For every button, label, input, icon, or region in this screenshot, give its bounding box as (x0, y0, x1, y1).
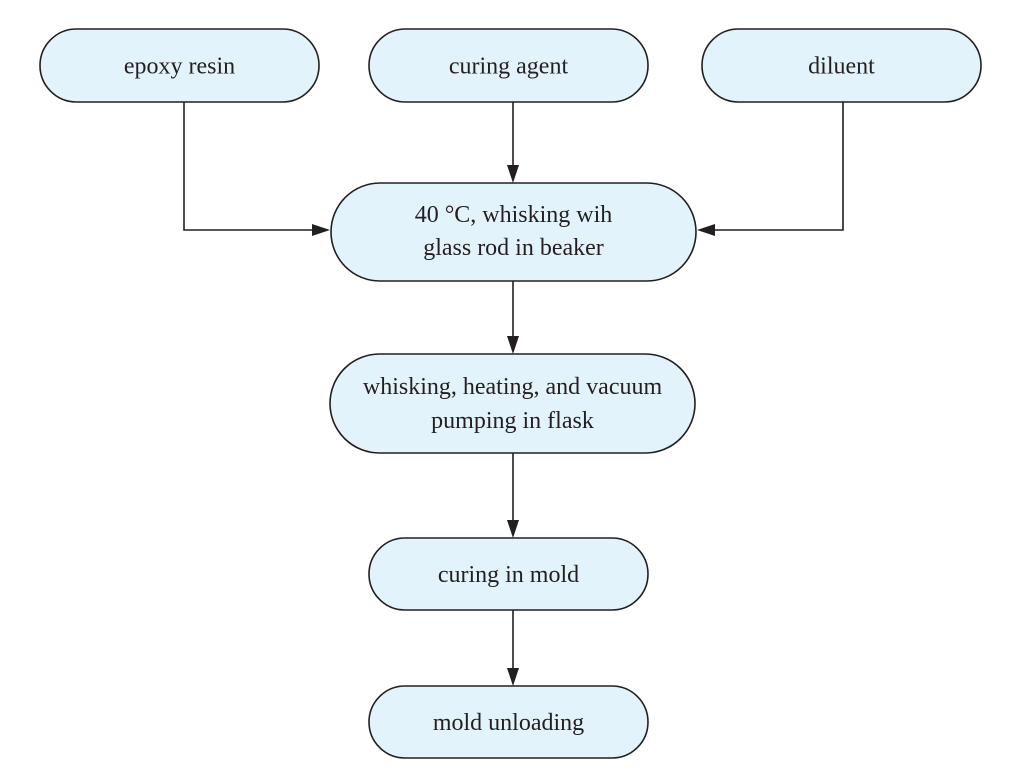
node-label: diluent (808, 54, 875, 80)
edge-mixing-to-vacuum (507, 281, 519, 354)
node-label: mold unloading (433, 710, 584, 736)
node-curing-in-mold: curing in mold (368, 537, 649, 611)
node-label: epoxy resin (124, 54, 235, 80)
edge-curing-to-unloading (507, 610, 519, 686)
node-mold-unloading: mold unloading (368, 685, 649, 759)
node-label-line-1: whisking, heating, and vacuum (363, 374, 663, 400)
node-label: curing agent (449, 54, 569, 80)
edge-line (183, 102, 314, 231)
arrowhead-icon (507, 165, 519, 183)
node-box (329, 353, 696, 454)
arrowhead-icon (312, 224, 330, 236)
edge-epoxy-resin-to-mixing (183, 102, 330, 236)
node-box (39, 28, 320, 103)
arrowhead-icon (507, 520, 519, 538)
edge-line (713, 102, 844, 231)
arrowhead-icon (697, 224, 715, 236)
node-curing-agent: curing agent (368, 28, 649, 103)
arrowhead-icon (507, 336, 519, 354)
node-vacuum-pumping-in-flask: whisking, heating, and vacuum pumping in… (329, 353, 696, 454)
node-label-line-2: glass rod in beaker (423, 235, 604, 261)
node-mixing-in-beaker: 40 °C, whisking wih glass rod in beaker (330, 182, 697, 282)
node-label-line-2: pumping in flask (431, 408, 594, 434)
node-label: curing in mold (438, 562, 579, 588)
node-box (701, 28, 982, 103)
node-box (368, 685, 649, 759)
node-box (368, 28, 649, 103)
node-diluent: diluent (701, 28, 982, 103)
edge-vacuum-to-curing (507, 453, 519, 538)
arrowhead-icon (507, 668, 519, 686)
node-epoxy-resin: epoxy resin (39, 28, 320, 103)
edge-curing-agent-to-mixing (507, 102, 519, 183)
node-box (330, 182, 697, 282)
edge-diluent-to-mixing (697, 102, 844, 236)
node-box (368, 537, 649, 611)
node-label-line-1: 40 °C, whisking wih (415, 202, 613, 228)
